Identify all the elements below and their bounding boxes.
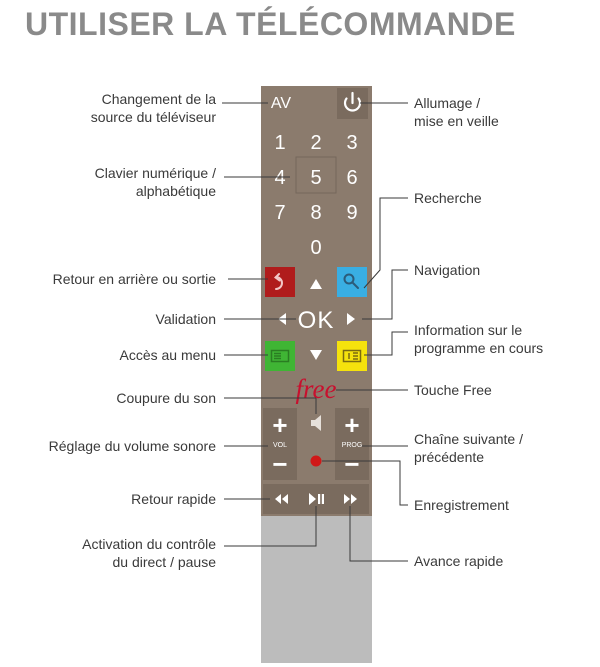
label-rewind: Retour rapide — [131, 491, 216, 507]
label-mute: Coupure du son — [116, 390, 216, 406]
label-navigation: Navigation — [414, 262, 480, 278]
mute-icon — [311, 415, 321, 431]
label-power-line2: mise en veille — [414, 113, 499, 129]
label-power-line1: Allumage / — [414, 95, 480, 111]
prog-rocker — [335, 408, 369, 480]
down-arrow-icon[interactable] — [310, 350, 322, 360]
label-keypad-line2: alphabétique — [136, 183, 216, 199]
label-menu: Accès au menu — [120, 347, 217, 363]
up-arrow-icon[interactable] — [310, 279, 322, 289]
label-record: Enregistrement — [414, 497, 509, 513]
right-arrow-icon[interactable] — [347, 313, 355, 325]
ok-button[interactable]: OK — [298, 307, 335, 334]
label-source-line2: source du téléviseur — [91, 109, 217, 125]
rewind-button[interactable] — [275, 494, 288, 504]
digit-4[interactable]: 4 — [274, 167, 285, 189]
volume-label: VOL — [273, 442, 287, 449]
label-validation: Validation — [156, 311, 216, 327]
label-source-line1: Changement de la — [102, 91, 217, 107]
right-labels: Allumage / mise en veille Recherche Navi… — [414, 95, 543, 569]
label-free-key: Touche Free — [414, 382, 492, 398]
av-button[interactable]: AV — [271, 95, 291, 112]
digit-8[interactable]: 8 — [310, 202, 321, 224]
digit-3[interactable]: 3 — [346, 132, 357, 154]
digit-2[interactable]: 2 — [310, 132, 321, 154]
label-info-line1: Information sur le — [414, 322, 522, 338]
menu-icon — [270, 349, 290, 363]
channel-down-button[interactable]: − — [344, 449, 359, 479]
label-info-line2: programme en cours — [414, 340, 543, 356]
remote-control: AV 1 2 3 4 5 6 7 8 9 0 — [261, 86, 372, 663]
label-live-line1: Activation du contrôle — [82, 536, 216, 552]
left-labels: Changement de la source du téléviseur Cl… — [49, 91, 217, 570]
play-pause-icon — [309, 493, 324, 505]
back-button[interactable] — [265, 267, 295, 297]
digit-6[interactable]: 6 — [346, 167, 357, 189]
label-channel-line2: précédente — [414, 449, 484, 465]
back-icon — [273, 273, 283, 290]
fast-forward-icon — [344, 494, 357, 504]
label-volume: Réglage du volume sonore — [49, 438, 217, 454]
channel-up-button[interactable]: + — [344, 410, 359, 440]
fast-forward-button[interactable] — [344, 494, 357, 504]
info-icon — [342, 349, 362, 363]
mute-button[interactable] — [311, 415, 321, 431]
label-live-line2: du direct / pause — [112, 554, 216, 570]
label-search: Recherche — [414, 190, 482, 206]
volume-rocker — [263, 408, 297, 480]
record-icon[interactable] — [310, 455, 322, 467]
page-title: UTILISER LA TÉLÉCOMMANDE — [25, 6, 516, 42]
label-channel-line1: Chaîne suivante / — [414, 431, 523, 447]
info-button[interactable] — [337, 341, 367, 371]
search-button[interactable] — [337, 267, 367, 297]
label-keypad-line1: Clavier numérique / — [95, 165, 216, 181]
prog-label: PROG — [342, 442, 363, 449]
rewind-icon — [275, 494, 288, 504]
play-pause-button[interactable] — [309, 493, 324, 505]
label-forward: Avance rapide — [414, 553, 503, 569]
label-back: Retour en arrière ou sortie — [53, 271, 217, 287]
volume-down-button[interactable]: − — [272, 449, 287, 479]
keypad-center-frame — [295, 156, 337, 194]
digit-0[interactable]: 0 — [310, 237, 321, 259]
digit-7[interactable]: 7 — [274, 202, 285, 224]
leader-lines — [222, 102, 408, 562]
digit-1[interactable]: 1 — [274, 132, 285, 154]
digit-9[interactable]: 9 — [346, 202, 357, 224]
search-icon — [343, 273, 359, 289]
volume-up-button[interactable]: + — [272, 410, 287, 440]
digit-5[interactable]: 5 — [310, 167, 321, 189]
menu-button[interactable] — [265, 341, 295, 371]
power-icon — [343, 91, 362, 112]
